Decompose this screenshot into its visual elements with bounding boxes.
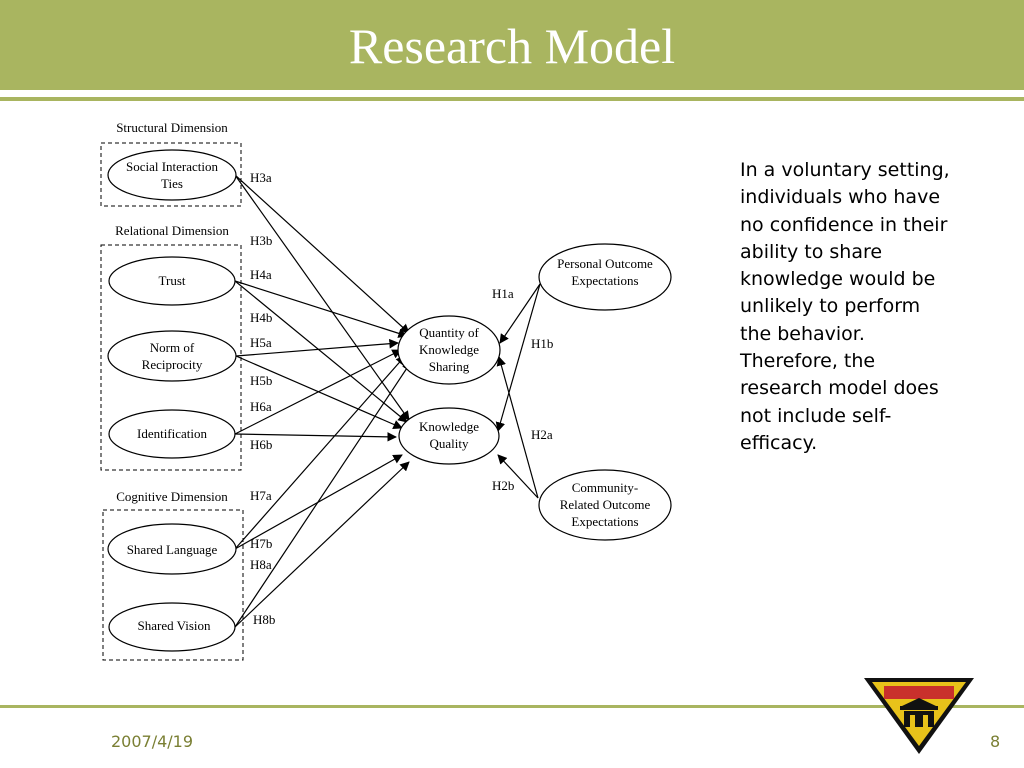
hypothesis-label-h4b: H4b xyxy=(250,310,272,325)
node-label-quantity-line1: Quantity of xyxy=(419,325,479,340)
node-shared-vision xyxy=(108,602,236,652)
node-label-quantity-line2: Knowledge xyxy=(419,342,479,357)
arrow-h2a xyxy=(496,356,539,499)
footer-divider xyxy=(0,705,1024,708)
hypothesis-label-h3b: H3b xyxy=(250,233,272,248)
arrow-h2b xyxy=(497,454,539,499)
node-community-related-outcome-expectations xyxy=(538,469,672,541)
node-label-shared-language: Shared Language xyxy=(127,542,218,557)
node-label-community-line1: Community- xyxy=(572,480,638,495)
arrow-h1a xyxy=(499,283,541,344)
relational-dimension-box xyxy=(100,244,242,471)
hypothesis-label-h8b: H8b xyxy=(253,612,275,627)
arrow-h3b xyxy=(234,174,410,421)
node-label-shared-vision: Shared Vision xyxy=(137,618,211,633)
university-emblem-icon xyxy=(864,678,974,754)
arrow-h1b xyxy=(495,283,541,432)
cognitive-dimension-box xyxy=(102,509,244,661)
arrow-h4b xyxy=(234,280,408,423)
node-label-trust: Trust xyxy=(159,273,186,288)
node-label-personal-outcome-line2: Expectations xyxy=(571,273,638,288)
node-trust xyxy=(108,256,236,306)
node-label-community-line3: Expectations xyxy=(571,514,638,529)
hypothesis-label-h6a: H6a xyxy=(250,399,272,414)
arrow-h4a xyxy=(234,280,408,338)
arrow-h7a xyxy=(234,355,406,550)
title-bar xyxy=(0,0,1024,90)
hypothesis-label-h7b: H7b xyxy=(250,536,272,551)
node-personal-outcome-expectations xyxy=(538,243,672,311)
arrow-h6a xyxy=(234,349,402,435)
node-label-community-line2: Related Outcome xyxy=(560,497,651,512)
node-label-social-interaction-ties-line1: Social Interaction xyxy=(126,159,219,174)
header-divider xyxy=(0,97,1024,101)
hypothesis-label-h5a: H5a xyxy=(250,335,272,350)
node-label-norm-of-reciprocity-line2: Reciprocity xyxy=(142,357,203,372)
node-label-knowledge-quality-line2: Quality xyxy=(430,436,469,451)
hypothesis-label-h4a: H4a xyxy=(250,267,272,282)
hypothesis-label-h2b: H2b xyxy=(492,478,514,493)
page-number: 8 xyxy=(990,732,1001,751)
hypothesis-label-h1b: H1b xyxy=(531,336,553,351)
structural-dimension-box xyxy=(100,142,242,207)
structural-dimension-label: Structural Dimension xyxy=(116,120,228,135)
node-knowledge-quality xyxy=(398,407,500,465)
node-label-personal-outcome-line1: Personal Outcome xyxy=(557,256,653,271)
node-label-norm-of-reciprocity-line1: Norm of xyxy=(150,340,195,355)
arrow-h8a xyxy=(234,361,412,628)
hypothesis-label-h6b: H6b xyxy=(250,437,272,452)
hypothesis-label-h2a: H2a xyxy=(531,427,553,442)
arrow-h6b xyxy=(234,432,397,442)
node-shared-language xyxy=(107,523,237,575)
hypothesis-label-h8a: H8a xyxy=(250,557,272,572)
page-title: Research Model xyxy=(348,18,676,74)
node-label-identification: Identification xyxy=(137,426,208,441)
slide-date: 2007/4/19 xyxy=(111,732,194,751)
hypothesis-label-h5b: H5b xyxy=(250,373,272,388)
node-norm-of-reciprocity xyxy=(107,330,237,382)
node-label-social-interaction-ties-line2: Ties xyxy=(161,176,183,191)
node-quantity-of-knowledge-sharing xyxy=(397,315,501,385)
hypothesis-label-h1a: H1a xyxy=(492,286,514,301)
node-social-interaction-ties xyxy=(107,149,237,201)
node-label-knowledge-quality-line1: Knowledge xyxy=(419,419,479,434)
explanation-text: In a voluntary setting, individuals who … xyxy=(740,159,950,454)
arrow-h5a xyxy=(235,338,399,357)
hypothesis-label-h7a: H7a xyxy=(250,488,272,503)
node-identification xyxy=(108,409,236,459)
cognitive-dimension-label: Cognitive Dimension xyxy=(116,489,228,504)
hypothesis-label-h3a: H3a xyxy=(250,170,272,185)
arrow-h3a xyxy=(234,174,410,334)
node-label-quantity-line3: Sharing xyxy=(429,359,470,374)
relational-dimension-label: Relational Dimension xyxy=(115,223,229,238)
arrow-h8b xyxy=(234,461,410,628)
